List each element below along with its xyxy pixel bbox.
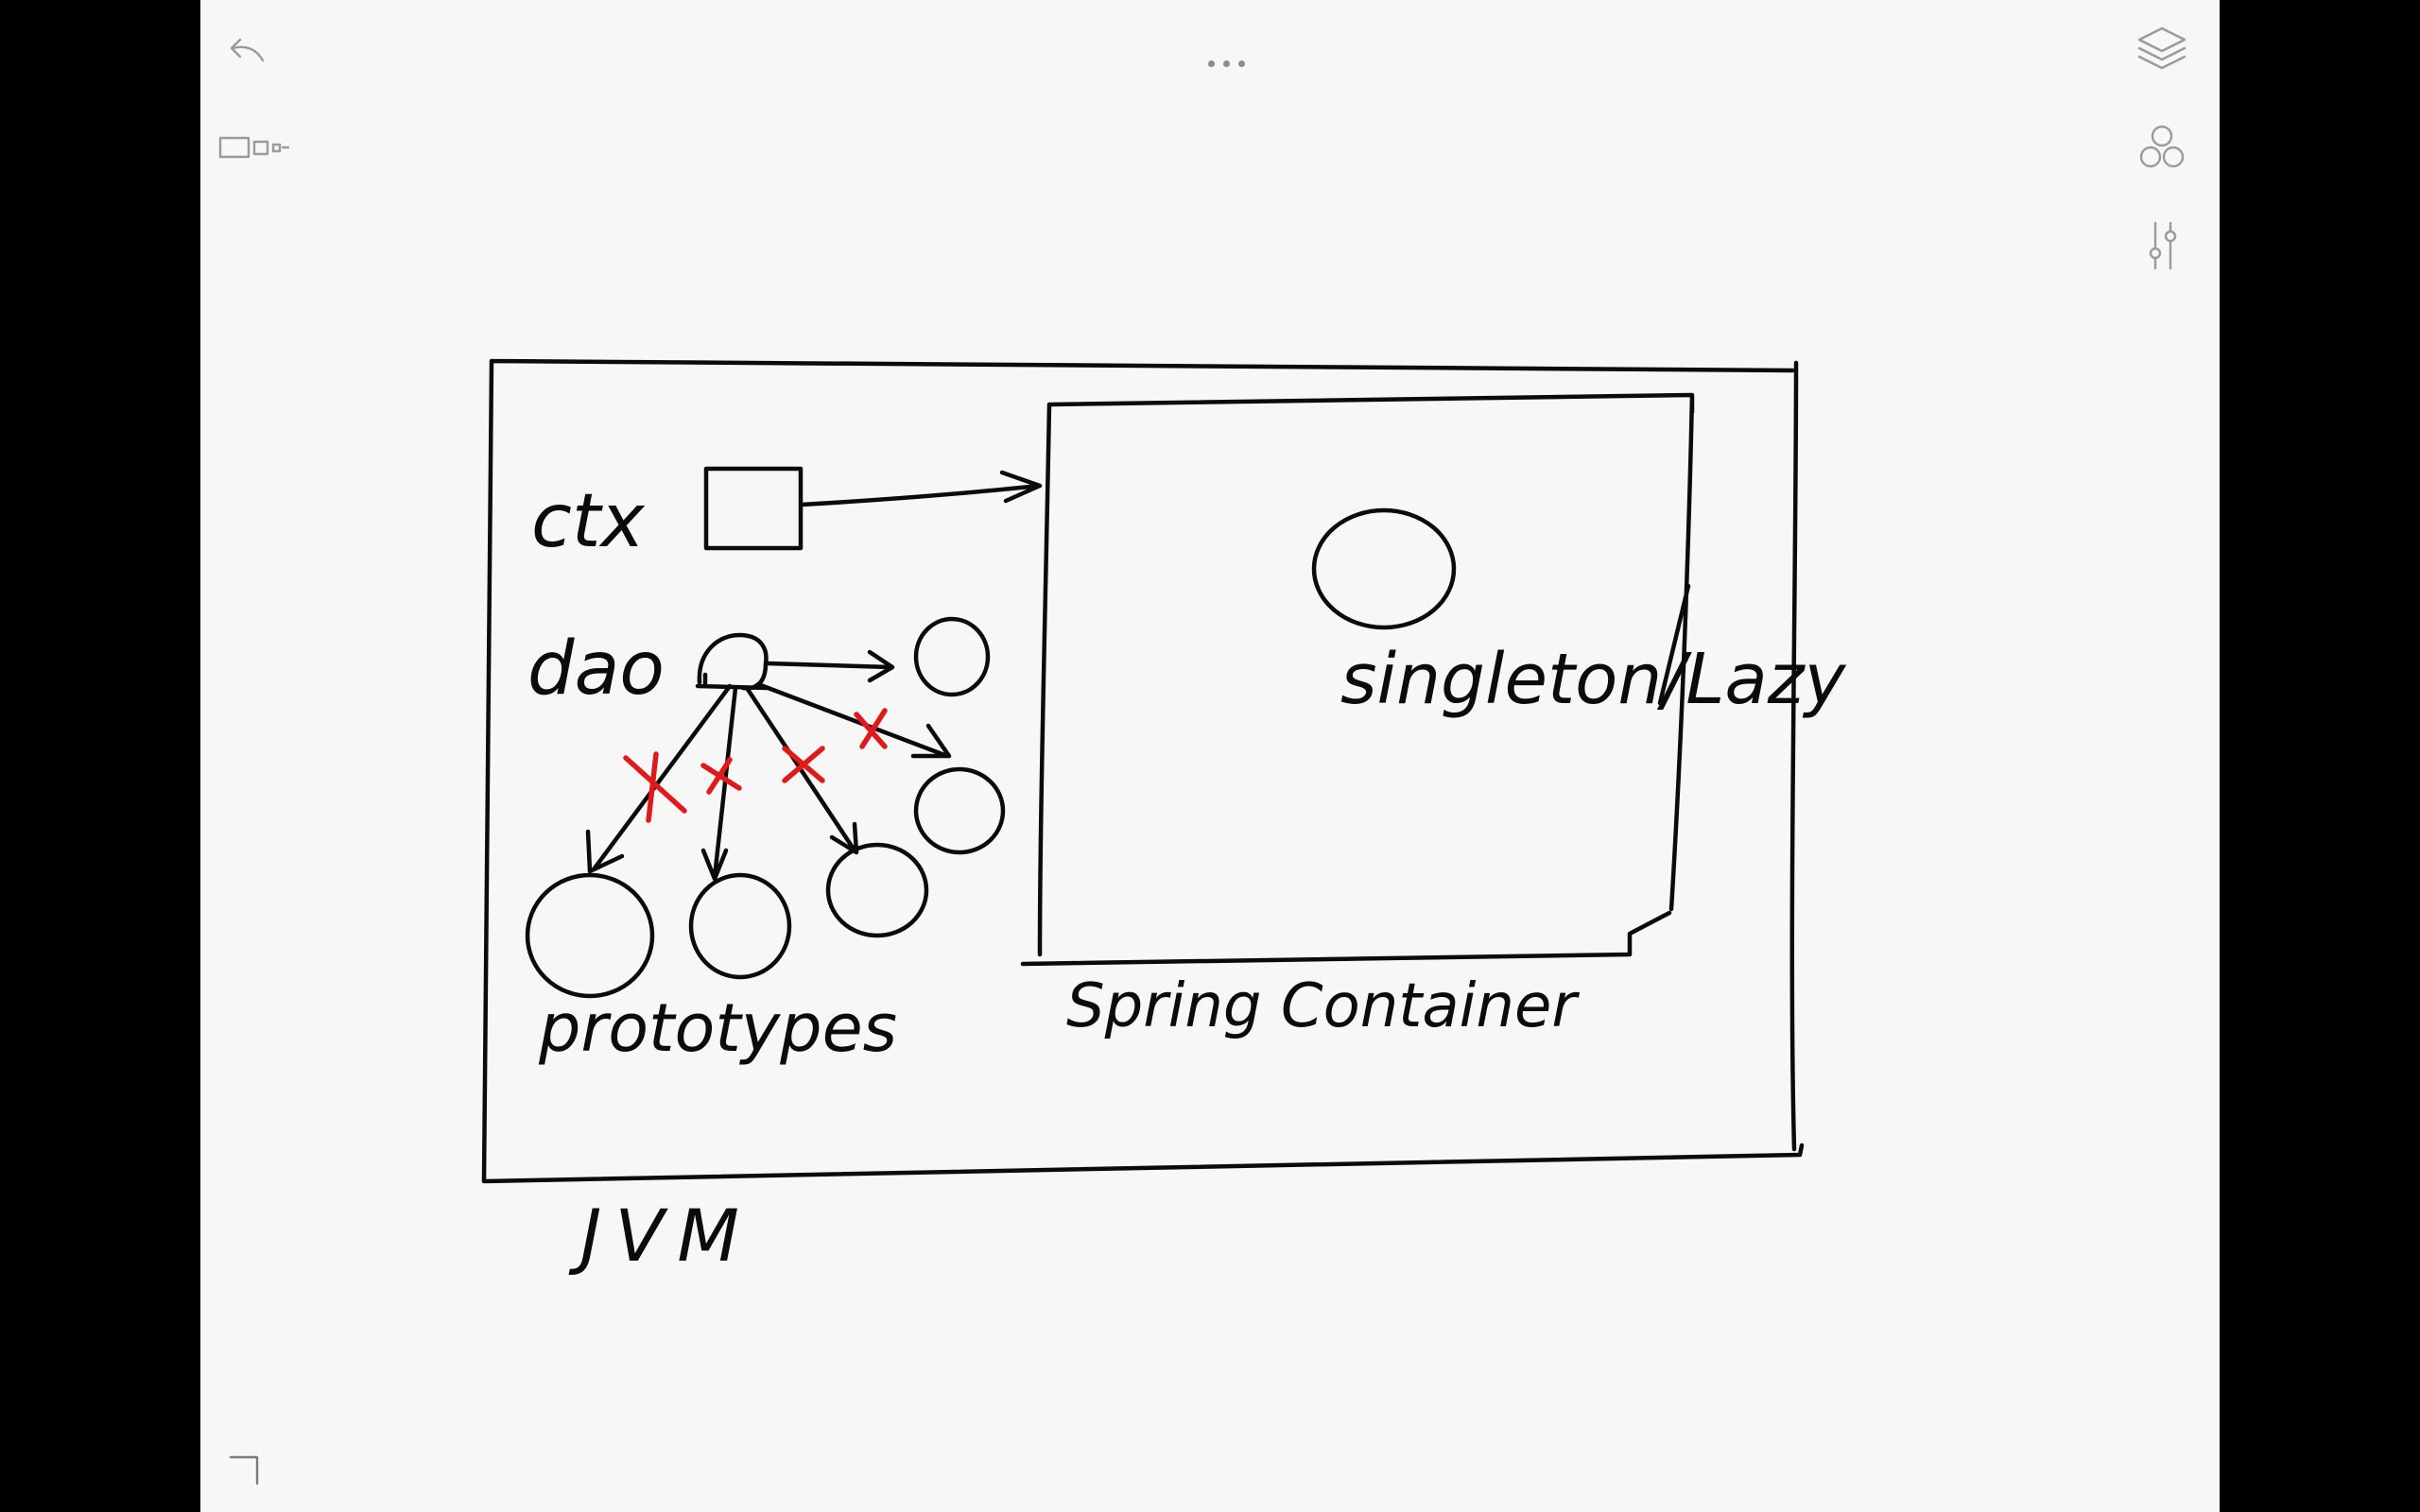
dao-arrow-right: [765, 649, 895, 683]
sliders-icon: [2149, 221, 2177, 270]
circles-icon: [2139, 125, 2185, 168]
spring-container-label: Spring Container: [1066, 971, 1580, 1041]
dao-arrow-4: [755, 681, 952, 759]
spring-container-box: [1020, 392, 1695, 967]
page-view-button[interactable]: [216, 127, 291, 168]
adjust-button[interactable]: [2133, 215, 2193, 276]
dao-arrow-2: [700, 685, 738, 882]
prototypes-label: prototypes: [538, 989, 897, 1067]
ctx-arrow: [799, 470, 1043, 507]
corner-button[interactable]: [221, 1446, 267, 1491]
layers-icon: [2137, 26, 2187, 70]
singleton-lazy-divider: [1657, 583, 1691, 706]
ctx-box: [703, 466, 804, 551]
prototype-circle-1: [525, 872, 655, 999]
dao-label: dao: [527, 627, 665, 712]
singleton-circle: [1311, 507, 1457, 630]
drawing-canvas[interactable]: ctx dao prototypes singleton/Lazy Spring…: [200, 0, 2220, 1512]
dao-arrow-3: [744, 685, 859, 855]
more-menu-button[interactable]: [1184, 49, 1269, 77]
dao-arrow-1: [585, 683, 733, 874]
prototype-circle-4: [913, 766, 1006, 855]
prototype-circle-2: [688, 872, 792, 980]
cross-mark-4: [854, 708, 888, 749]
shapes-button[interactable]: [2129, 117, 2195, 178]
prototype-circle-top: [913, 616, 991, 697]
jvm-box: [481, 358, 1805, 1184]
corner-bracket-icon: [229, 1455, 259, 1486]
more-dots-icon: [1207, 60, 1215, 67]
undo-arrow-icon: [230, 38, 265, 62]
layers-button[interactable]: [2129, 19, 2195, 79]
jvm-label: JVM: [568, 1194, 752, 1278]
ctx-label: ctx: [531, 479, 645, 564]
handwritten-diagram: ctx dao prototypes singleton/Lazy Spring…: [481, 358, 1847, 1278]
cross-mark-2: [700, 757, 742, 795]
page-thumbnails-icon: [218, 136, 290, 159]
cross-mark-3: [782, 746, 825, 783]
prototype-circle-3: [825, 842, 929, 938]
dao-box: [695, 632, 770, 691]
undo-button[interactable]: [221, 26, 274, 72]
singleton-lazy-label: singleton/Lazy: [1340, 639, 1847, 720]
cross-mark-1: [623, 751, 687, 823]
